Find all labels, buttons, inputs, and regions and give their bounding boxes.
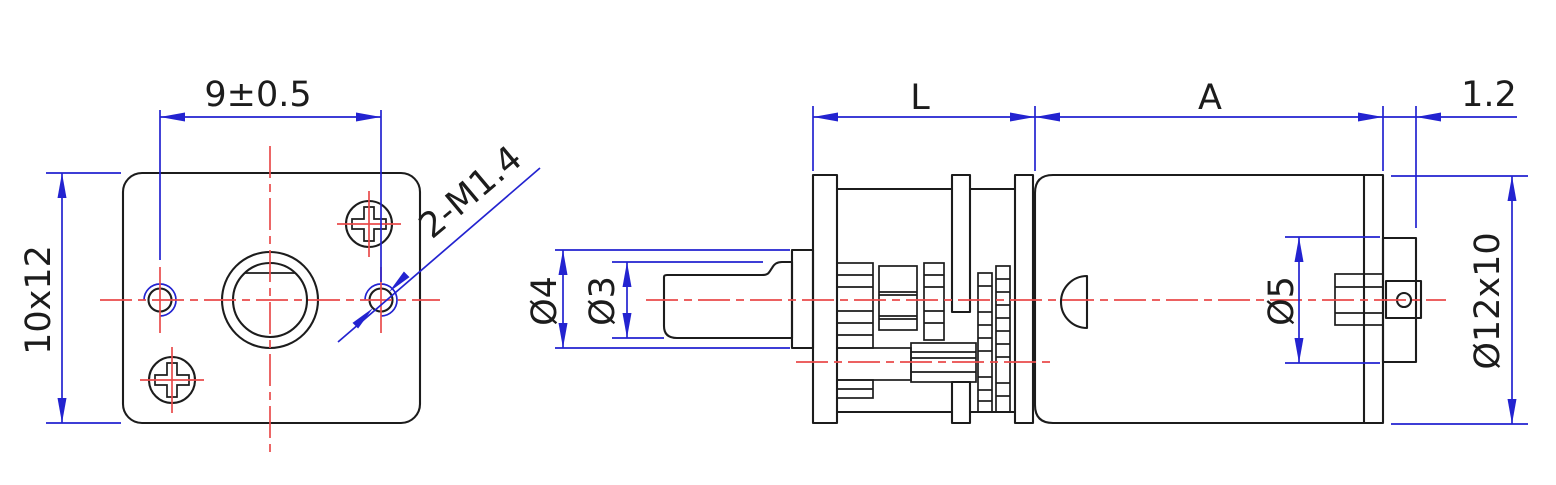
body-size-label: Ø12x10	[1468, 232, 1508, 369]
gear-stage-2	[878, 265, 918, 331]
dim-thread-callout-leader	[337, 167, 541, 343]
motor-pinion-gear	[995, 265, 1011, 413]
dim-body-size	[1391, 175, 1528, 425]
dimensions	[46, 106, 1528, 425]
dim-length-chain	[812, 106, 1517, 228]
output-shaft	[662, 260, 794, 340]
dim-plate-size	[46, 172, 121, 424]
screw-crosshairs	[140, 191, 401, 413]
gear-teeth-lines	[879, 291, 917, 320]
lower-left-gear	[836, 379, 874, 399]
rear-boss-dia-label: Ø5	[1262, 276, 1302, 326]
hole-spacing-label: 9±0.5	[204, 75, 311, 115]
bearing-boss-dia-label: Ø4	[525, 276, 565, 326]
gear-stage-3	[923, 262, 945, 341]
gear-teeth-lines	[996, 278, 1010, 397]
mounting-plate-outline	[121, 171, 422, 425]
gear-stage-4	[977, 272, 993, 413]
front-view	[121, 171, 422, 425]
lower-gear-shaft	[836, 347, 912, 381]
side-view	[662, 173, 1423, 425]
dim-shaft-dia	[612, 261, 763, 339]
motor-body	[1033, 173, 1385, 425]
motor-body-length-label: A	[1198, 78, 1222, 118]
gearbox-front-plate	[811, 173, 839, 425]
bottom-screw-phillips-cross	[154, 362, 190, 398]
left-hole-thread-arc	[143, 283, 177, 317]
top-screw-phillips-cross	[351, 206, 387, 242]
gearbox-length-label: L	[910, 78, 930, 118]
centerlines	[100, 146, 1446, 452]
gear-teeth-lines	[978, 285, 992, 402]
gearbox-mid-plate-upper	[950, 173, 972, 314]
front-bearing-boss	[790, 248, 815, 350]
plate-size-label: 10x12	[19, 245, 59, 355]
gear-teeth-lines	[837, 274, 873, 336]
gear-stage-1	[836, 262, 874, 349]
dim-bearing-boss-dia	[555, 249, 790, 349]
gearbox-mid-plate-lower	[950, 380, 972, 425]
motor-can-vent-bump	[1059, 274, 1089, 330]
motor-front-plate	[1013, 173, 1035, 425]
shaft-dia-label: Ø3	[583, 276, 623, 326]
gear-teeth-lines	[924, 274, 944, 324]
dim-rear-boss-dia	[1285, 236, 1380, 364]
dim-hole-spacing	[159, 110, 382, 282]
cap-thickness-label: 1.2	[1461, 75, 1517, 115]
